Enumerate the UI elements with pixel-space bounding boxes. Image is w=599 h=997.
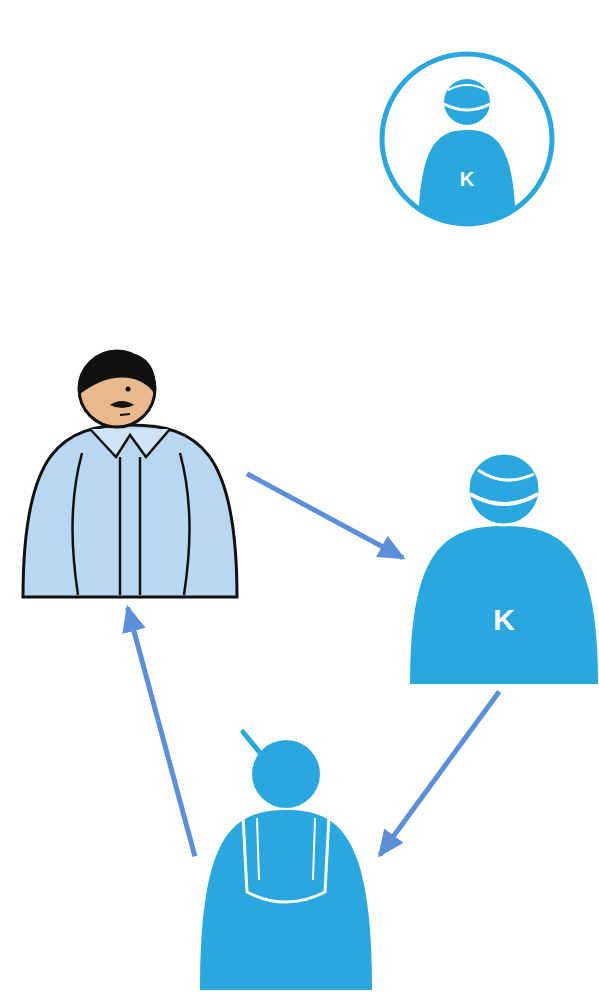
person-figure bbox=[20, 345, 240, 600]
flow-arrow bbox=[247, 474, 403, 558]
cap-band bbox=[444, 104, 490, 110]
person-head bbox=[79, 351, 155, 427]
logo-letter: K bbox=[410, 603, 598, 637]
shirt-line bbox=[139, 457, 142, 595]
shirt-body bbox=[23, 425, 237, 597]
figure-outline bbox=[197, 720, 375, 992]
figure-head bbox=[468, 453, 540, 525]
shirt-line bbox=[73, 453, 83, 595]
cap-line bbox=[448, 85, 486, 90]
cap-line bbox=[478, 470, 534, 480]
overall-straps bbox=[257, 818, 315, 880]
figure-head bbox=[443, 78, 491, 126]
figure-body bbox=[410, 526, 598, 684]
figure-outline bbox=[378, 50, 556, 228]
flow-arrow bbox=[128, 608, 195, 857]
shirt-collar bbox=[90, 429, 170, 457]
staff-figure: K bbox=[410, 452, 598, 685]
figure-body bbox=[200, 810, 372, 990]
person-mouth bbox=[120, 414, 130, 415]
figure-outline bbox=[410, 452, 598, 685]
logo-letter: K bbox=[378, 167, 556, 191]
shirt-line bbox=[119, 457, 122, 595]
figure-outline bbox=[20, 345, 240, 600]
figure-head bbox=[252, 740, 320, 808]
person-eye bbox=[126, 387, 131, 392]
cap-band bbox=[470, 494, 538, 504]
overall-straps bbox=[243, 816, 329, 902]
badge-circle: K bbox=[378, 50, 556, 228]
person-hair bbox=[79, 352, 156, 395]
shirt-line bbox=[180, 453, 190, 595]
person-moustache bbox=[110, 401, 134, 408]
flow-arrow bbox=[380, 691, 500, 855]
worker-figure bbox=[197, 720, 375, 992]
